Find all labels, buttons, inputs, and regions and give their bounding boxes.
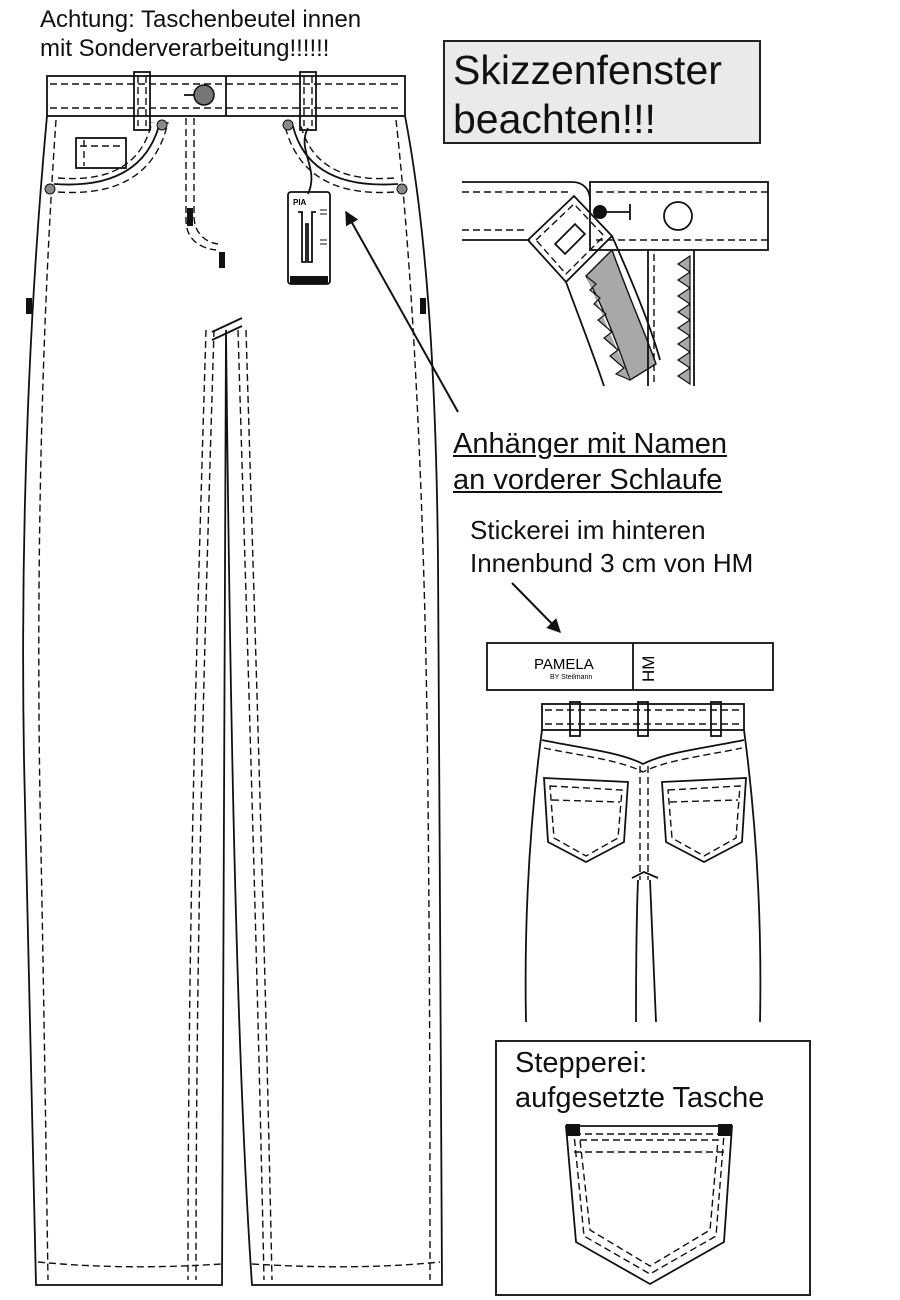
stitching-detail-box: Stepperei: aufgesetzte Tasche xyxy=(495,1040,811,1296)
front-belt-loop-right xyxy=(299,71,317,131)
trouser-outline xyxy=(22,115,443,1286)
front-pocket-left xyxy=(53,121,161,186)
embroidery-label: PAMELA BY Steilmann HM xyxy=(486,642,774,691)
sketch-window-line2: beachten!!! xyxy=(453,96,656,142)
note-hangtag: Anhänger mit Namen an vorderer Schlaufe xyxy=(453,426,883,498)
sketch-window-detail xyxy=(462,181,769,387)
note-embroidery-line1: Stickerei im hinteren xyxy=(470,515,706,545)
back-pocket-right xyxy=(661,777,747,864)
note-pocket-bag: Achtung: Taschenbeutel innen mit Sonderv… xyxy=(40,6,450,64)
zipper-left xyxy=(585,248,657,382)
rivet-icon xyxy=(396,183,408,195)
note-stitching-line2: aufgesetzte Tasche xyxy=(515,1082,765,1114)
sketch-window-line1: Skizzenfenster xyxy=(453,47,722,93)
crotch-bartack xyxy=(219,252,225,268)
fly-bartack xyxy=(187,208,193,226)
back-view-trousers xyxy=(524,701,762,1023)
embroidery-arrow xyxy=(511,582,561,634)
hangtag: PIA xyxy=(287,127,331,285)
coin-pocket xyxy=(75,137,127,169)
side-bartack-left xyxy=(26,298,32,314)
note-embroidery-line2: Innenbund 3 cm von HM xyxy=(470,548,754,578)
waist-button-icon xyxy=(193,84,215,106)
front-pocket-right xyxy=(291,121,399,186)
note-pocket-bag-line2: mit Sonderverarbeitung!!!!!! xyxy=(40,34,330,62)
note-stitching: Stepperei: aufgesetzte Tasche xyxy=(497,1042,809,1116)
back-pocket-left xyxy=(543,777,629,864)
side-bartack-right xyxy=(420,298,426,314)
rivet-icon xyxy=(282,119,294,131)
front-view-trousers: PIA xyxy=(22,71,459,1286)
front-belt-loop-left xyxy=(133,71,151,131)
buttonhole-icon xyxy=(663,201,693,231)
note-pocket-bag-line1: Achtung: Taschenbeutel innen xyxy=(40,6,362,33)
sketch-window-callout: Skizzenfenster beachten!!! xyxy=(443,40,761,144)
zipper-right xyxy=(676,254,692,386)
rivet-icon xyxy=(156,119,168,131)
note-hangtag-line1: Anhänger mit Namen xyxy=(453,428,728,460)
hangtag-arrow xyxy=(345,210,459,413)
label-brand: PAMELA xyxy=(534,656,594,673)
note-hangtag-line2: an vorderer Schlaufe xyxy=(453,464,723,496)
patch-pocket-detail xyxy=(565,1124,733,1286)
label-hm: HM xyxy=(639,656,658,682)
back-waistband xyxy=(541,703,745,731)
hangtag-brand: PIA xyxy=(293,198,307,207)
rivet-icon xyxy=(44,183,56,195)
note-stitching-line1: Stepperei: xyxy=(515,1047,648,1079)
label-subbrand: BY Steilmann xyxy=(550,674,592,681)
note-embroidery: Stickerei im hinteren Innenbund 3 cm von… xyxy=(470,514,890,580)
